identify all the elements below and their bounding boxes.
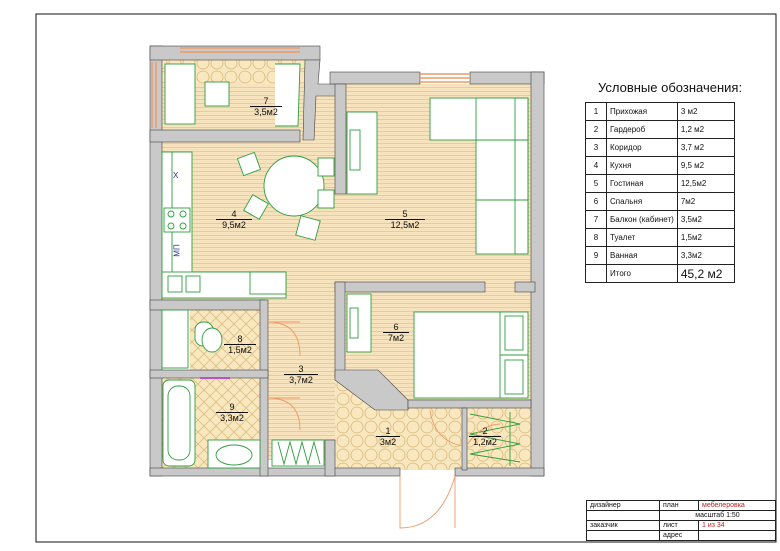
room-5-number: 5 [402,209,408,219]
legend-number: 2 [585,120,607,139]
legend-total-blank [585,264,607,283]
title-block: дизайнер план мебелеровка масштаб 1:50 з… [586,500,776,541]
address-value [698,530,776,541]
legend-room-area: 1,5м2 [676,228,735,247]
legend-number: 3 [585,138,607,157]
sheet-value: 1 из 34 [698,520,776,531]
room-9-label: 9 3,3м2 [216,402,248,423]
room-3-area: 3,7м2 [284,374,318,385]
room-2-label: 2 1,2м2 [469,426,501,447]
legend-room-name: Спальня [606,192,678,211]
hood-label: X [173,171,179,180]
corridor-floor [265,300,335,460]
doors [267,321,501,529]
scale-text: масштаб 1:50 [659,510,776,521]
room-1-label: 1 3м2 [376,426,400,447]
legend-number: 6 [585,192,607,211]
legend-number: 4 [585,156,607,175]
legend-room-name: Ванная [606,246,678,265]
windows [151,47,470,128]
legend-room-area: 3,7 м2 [676,138,735,157]
client-label: заказчик [586,520,660,531]
room-6-label: 6 7м2 [383,322,409,343]
sheet-label: лист [659,520,699,531]
legend-title: Условные обозначения: [598,80,743,95]
legend-room-area: 7м2 [676,192,735,211]
plan-value: мебелеровка [698,500,776,511]
room-6-number: 6 [393,322,399,332]
room-5-area: 12,5м2 [385,219,425,230]
legend-number: 7 [585,210,607,229]
legend-number: 5 [585,174,607,193]
legend-room-name: Коридор [606,138,678,157]
address-label: адрес [659,530,699,541]
room-7-number: 7 [263,96,269,106]
room-8-number: 8 [237,334,243,344]
legend-room-area: 12,5м2 [676,174,735,193]
legend-room-name: Туалет [606,228,678,247]
room-1-number: 1 [385,426,391,436]
microwave-label: МП [172,244,182,257]
wardrobe-floor [465,408,531,470]
legend-room-area: 3,3м2 [676,246,735,265]
furniture [161,63,529,469]
legend-room-area: 3 м2 [676,102,735,121]
room-9-area: 3,3м2 [216,412,248,423]
room-1-area: 3м2 [376,436,400,447]
room-3-label: 3 3,7м2 [284,364,318,385]
room-4-label: 4 9,5м2 [216,209,252,230]
room-2-number: 2 [482,426,488,436]
client-value [586,530,660,541]
legend-total-value: 45,2 м2 [676,264,735,283]
legend-number: 1 [585,102,607,121]
room-2-area: 1,2м2 [469,436,501,447]
room-7-area: 3,5м2 [250,106,282,117]
room-3-number: 3 [298,364,304,374]
legend-room-name: Балкон (кабинет) [606,210,678,229]
legend-room-name: Кухня [606,156,678,175]
legend-room-area: 1,2 м2 [676,120,735,139]
room-4-number: 4 [231,209,237,219]
legend-room-area: 3,5м2 [676,210,735,229]
legend-number: 9 [585,246,607,265]
room-6-area: 7м2 [383,332,409,343]
legend-room-name: Гардероб [606,120,678,139]
sheet-border [35,13,777,543]
legend-room-area: 9,5 м2 [676,156,735,175]
walls [149,45,545,477]
designer-label: дизайнер [586,500,660,511]
legend-total-label: Итого [606,264,678,283]
room-5-label: 5 12,5м2 [385,209,425,230]
room-8-area: 1,5м2 [224,344,256,355]
room-8-label: 8 1,5м2 [224,334,256,355]
plan-label: план [659,500,699,511]
legend-number: 8 [585,228,607,247]
room-4-area: 9,5м2 [216,219,252,230]
designer-value [586,510,660,521]
room-7-label: 7 3,5м2 [250,96,282,117]
room-9-number: 9 [229,402,235,412]
legend-room-name: Прихожая [606,102,678,121]
legend-room-name: Гостиная [606,174,678,193]
